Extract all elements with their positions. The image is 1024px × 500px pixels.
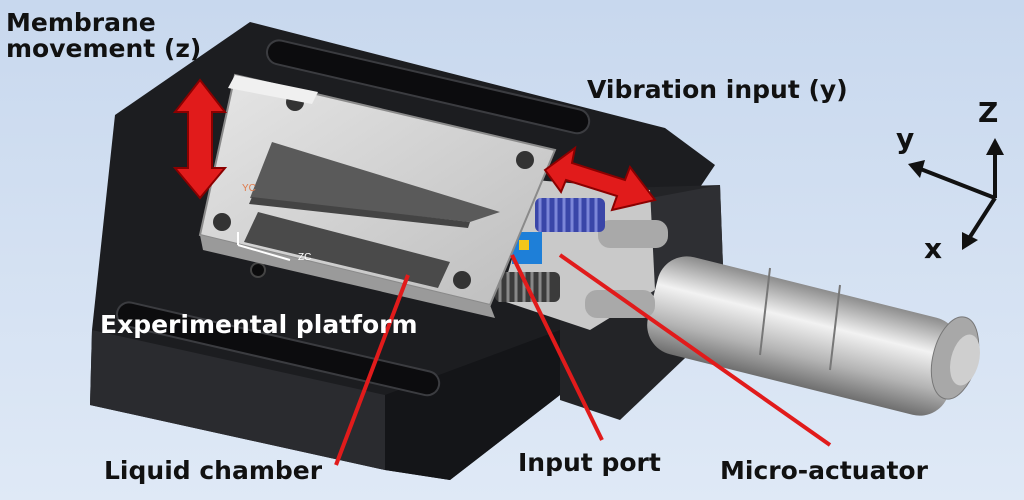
input-port-label: Input port <box>518 448 661 477</box>
leader-liquid-chamber <box>334 274 410 466</box>
micrometer-cylinder <box>647 256 980 416</box>
vibration-input-label: Vibration input (y) <box>587 75 848 104</box>
cad-tag-yc: YC <box>242 183 256 194</box>
axis-label-x: x <box>924 232 943 265</box>
axis-label-z: Z <box>978 96 999 129</box>
input-port-marker <box>519 240 529 250</box>
vibration-arrow <box>543 145 657 212</box>
springs <box>495 198 605 302</box>
liquid-chamber-label: Liquid chamber <box>104 456 323 485</box>
cad-tag-zc: ZC <box>298 252 312 263</box>
liquid-chamber-slot <box>244 212 450 288</box>
leader-input-port <box>510 254 604 441</box>
experimental-platform-label: Experimental platform <box>100 310 418 339</box>
leader-micro-actuator <box>558 253 832 447</box>
micro-actuator-label: Micro-actuator <box>720 456 928 485</box>
membrane-movement-label: Membrane movement (z) <box>6 8 202 64</box>
axis-label-y: y <box>896 122 915 155</box>
leader-lines <box>334 253 832 466</box>
membrane-arrow <box>172 78 228 200</box>
coordinate-axes <box>908 138 1004 250</box>
cad-axis-mark <box>237 232 291 261</box>
